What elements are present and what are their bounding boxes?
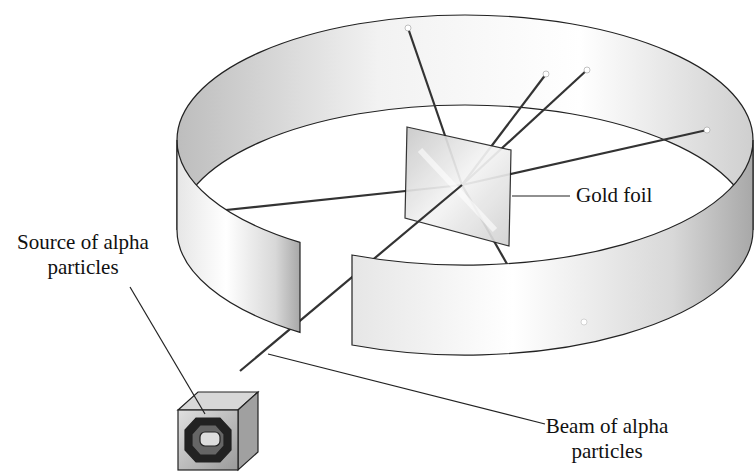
beam-label: Beam of alpha particles [532,414,682,464]
alpha-source [178,392,258,470]
screen-front-left [177,140,300,332]
source-label: Source of alpha particles [8,230,158,280]
screen-front-right [352,140,753,355]
leader-lines [130,196,570,424]
screen-back [177,15,753,230]
foil-label: Gold foil [576,183,726,208]
gold-foil [405,127,511,246]
